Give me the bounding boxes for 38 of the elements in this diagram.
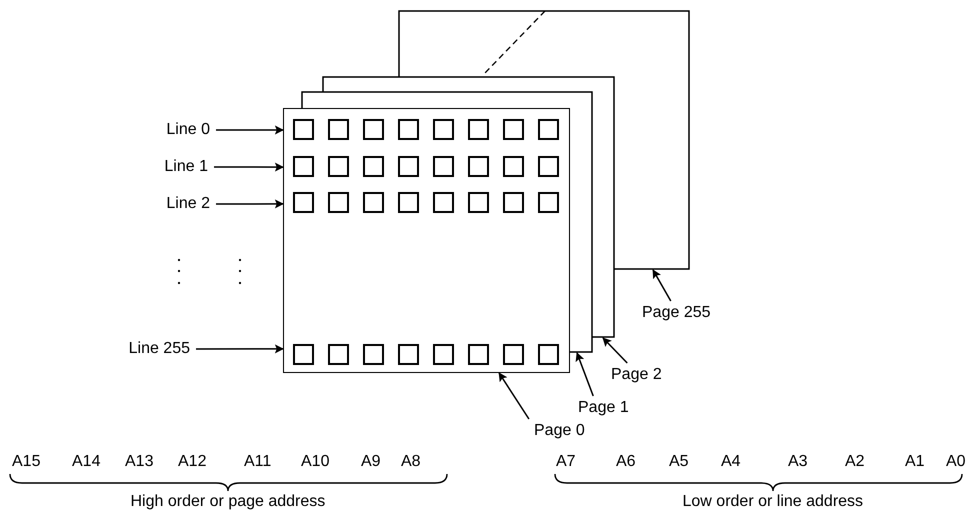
memory-page <box>399 11 690 270</box>
memory-page <box>283 108 570 373</box>
callout-label: Page 2 <box>611 366 662 384</box>
address-bit-label: A8 <box>401 453 421 471</box>
callout-label: Line 255 <box>128 340 190 358</box>
leader-arrow <box>652 269 672 302</box>
address-bit-label: A13 <box>125 453 154 471</box>
callout-label: Page 255 <box>642 304 711 322</box>
memory-page <box>302 92 593 353</box>
address-bit-label: A9 <box>361 453 381 471</box>
address-bit-label: A2 <box>845 453 865 471</box>
address-bit-label: A5 <box>669 453 689 471</box>
address-bit-label: A0 <box>946 453 966 471</box>
callout-label: Page 0 <box>534 422 585 440</box>
address-bit-label: A11 <box>244 453 272 471</box>
address-bit-label: A14 <box>72 453 100 471</box>
brace-caption: High order or page address <box>130 493 326 511</box>
leader-arrow <box>216 199 284 208</box>
address-bit-label: A15 <box>12 453 40 471</box>
leader-arrow <box>602 337 628 364</box>
callout-label: Line 2 <box>166 195 210 213</box>
callout-label: Line 0 <box>166 121 210 139</box>
address-bit-label: A6 <box>616 453 636 471</box>
callout-label: Page 1 <box>578 399 629 417</box>
brace-caption: Low order or line address <box>682 493 864 511</box>
address-bit-label: A4 <box>721 453 741 471</box>
address-bit-label: A12 <box>178 453 206 471</box>
address-bit-label: A3 <box>788 453 808 471</box>
leader-arrow <box>216 126 284 134</box>
leader-arrow <box>498 372 530 420</box>
address-bit-label: A1 <box>905 453 925 471</box>
memory-page <box>323 77 615 338</box>
address-bit-label: A7 <box>556 453 576 471</box>
leader-arrow <box>214 162 284 172</box>
callout-label: Line 1 <box>164 158 208 176</box>
address-bit-label: A10 <box>301 453 330 471</box>
leader-arrow <box>196 344 284 354</box>
leader-arrow <box>576 352 594 396</box>
